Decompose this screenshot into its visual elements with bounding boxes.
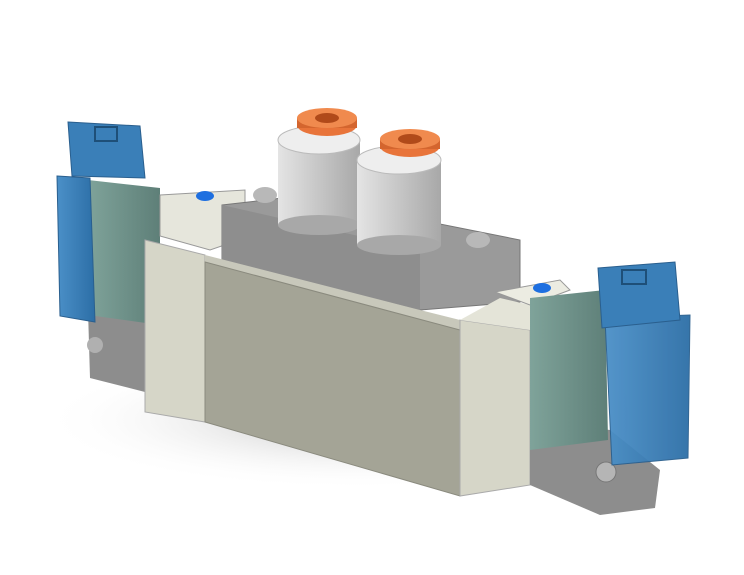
bolt-right	[466, 232, 490, 248]
right-cover	[604, 314, 691, 466]
right-screw	[595, 461, 617, 483]
bolt-left	[253, 187, 277, 203]
right-solenoid	[530, 261, 691, 515]
right-indicator-light	[533, 283, 551, 293]
top-block-face	[222, 205, 420, 310]
left-connector-slot	[94, 126, 118, 142]
left-solenoid-base	[88, 310, 145, 392]
right-coil	[530, 290, 608, 450]
body-top	[205, 255, 460, 330]
left-connector	[67, 121, 146, 179]
right-connector	[597, 261, 681, 329]
port-fitting-1	[277, 108, 361, 235]
left-coil	[88, 180, 160, 325]
left-indicator-light	[196, 191, 214, 201]
left-end-cap	[144, 239, 206, 423]
port-fitting-2	[356, 129, 442, 255]
right-end-cap	[459, 319, 531, 497]
left-screw	[87, 337, 103, 353]
left-solenoid	[56, 121, 160, 392]
right-end-cap-top	[460, 298, 530, 330]
right-connector-slot	[621, 269, 647, 285]
valve-body	[144, 239, 531, 497]
left-cover	[56, 175, 96, 323]
